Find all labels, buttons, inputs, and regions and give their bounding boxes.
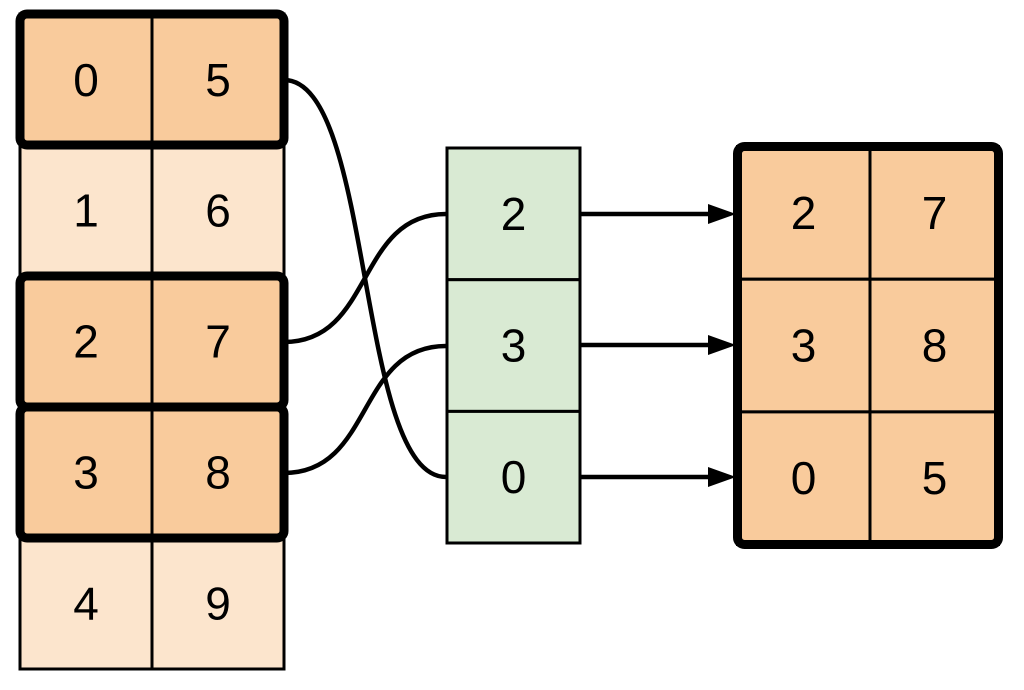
source-cell-r0c1 — [150, 12, 286, 147]
result-table-border — [733, 142, 1003, 549]
curve-source-row3-to-index-cell1 — [283, 343, 447, 476]
source-cell-label: 9 — [205, 578, 231, 630]
connector-curves — [283, 77, 447, 480]
source-cell-label: 7 — [205, 316, 231, 368]
source-cell-label: 1 — [73, 185, 99, 237]
source-cell-r1c1 — [150, 143, 286, 278]
index-cell-label: 0 — [501, 451, 527, 503]
source-cell-label: 4 — [73, 578, 99, 630]
index-cell-label: 2 — [501, 188, 527, 240]
result-table: 2 7 3 8 0 5 — [733, 142, 1003, 549]
source-cell-label: 5 — [205, 54, 231, 106]
index-cell-0 — [445, 146, 582, 282]
curve-source-row2-to-index-cell0 — [283, 211, 447, 345]
result-cell-r2c1 — [868, 410, 1000, 546]
index-cell-1 — [445, 278, 582, 413]
source-cell-label: 6 — [205, 185, 231, 237]
index-cell-label: 3 — [501, 320, 527, 372]
index-cell-2 — [445, 409, 582, 545]
source-cell-label: 8 — [205, 447, 231, 499]
index-column: 2 3 0 — [445, 146, 582, 545]
source-cell-r2c1 — [150, 274, 286, 409]
result-cell-label: 0 — [791, 452, 817, 504]
result-cell-label: 7 — [922, 187, 948, 239]
arrowhead-index0-to-result-row0 — [708, 204, 736, 224]
source-cell-label: 0 — [73, 54, 99, 106]
source-cell-label: 3 — [73, 447, 99, 499]
result-cell-label: 2 — [791, 187, 817, 239]
source-cell-r0c0 — [18, 12, 154, 147]
result-cell-label: 3 — [791, 320, 817, 372]
source-cell-label: 2 — [73, 316, 99, 368]
source-cell-r4c0 — [18, 536, 154, 671]
result-cell-label: 8 — [922, 320, 948, 372]
result-cell-label: 5 — [922, 452, 948, 504]
arrowhead-index2-to-result-row2 — [708, 467, 736, 487]
arrowhead-index1-to-result-row1 — [708, 335, 736, 355]
result-cell-r0c0 — [736, 145, 872, 281]
source-table: 0 5 1 6 2 7 3 8 4 9 — [15, 9, 289, 671]
result-cell-r1c0 — [736, 277, 872, 414]
source-cell-r3c1 — [150, 405, 286, 540]
result-arrows — [581, 204, 736, 487]
source-cell-r4c1 — [150, 536, 286, 671]
